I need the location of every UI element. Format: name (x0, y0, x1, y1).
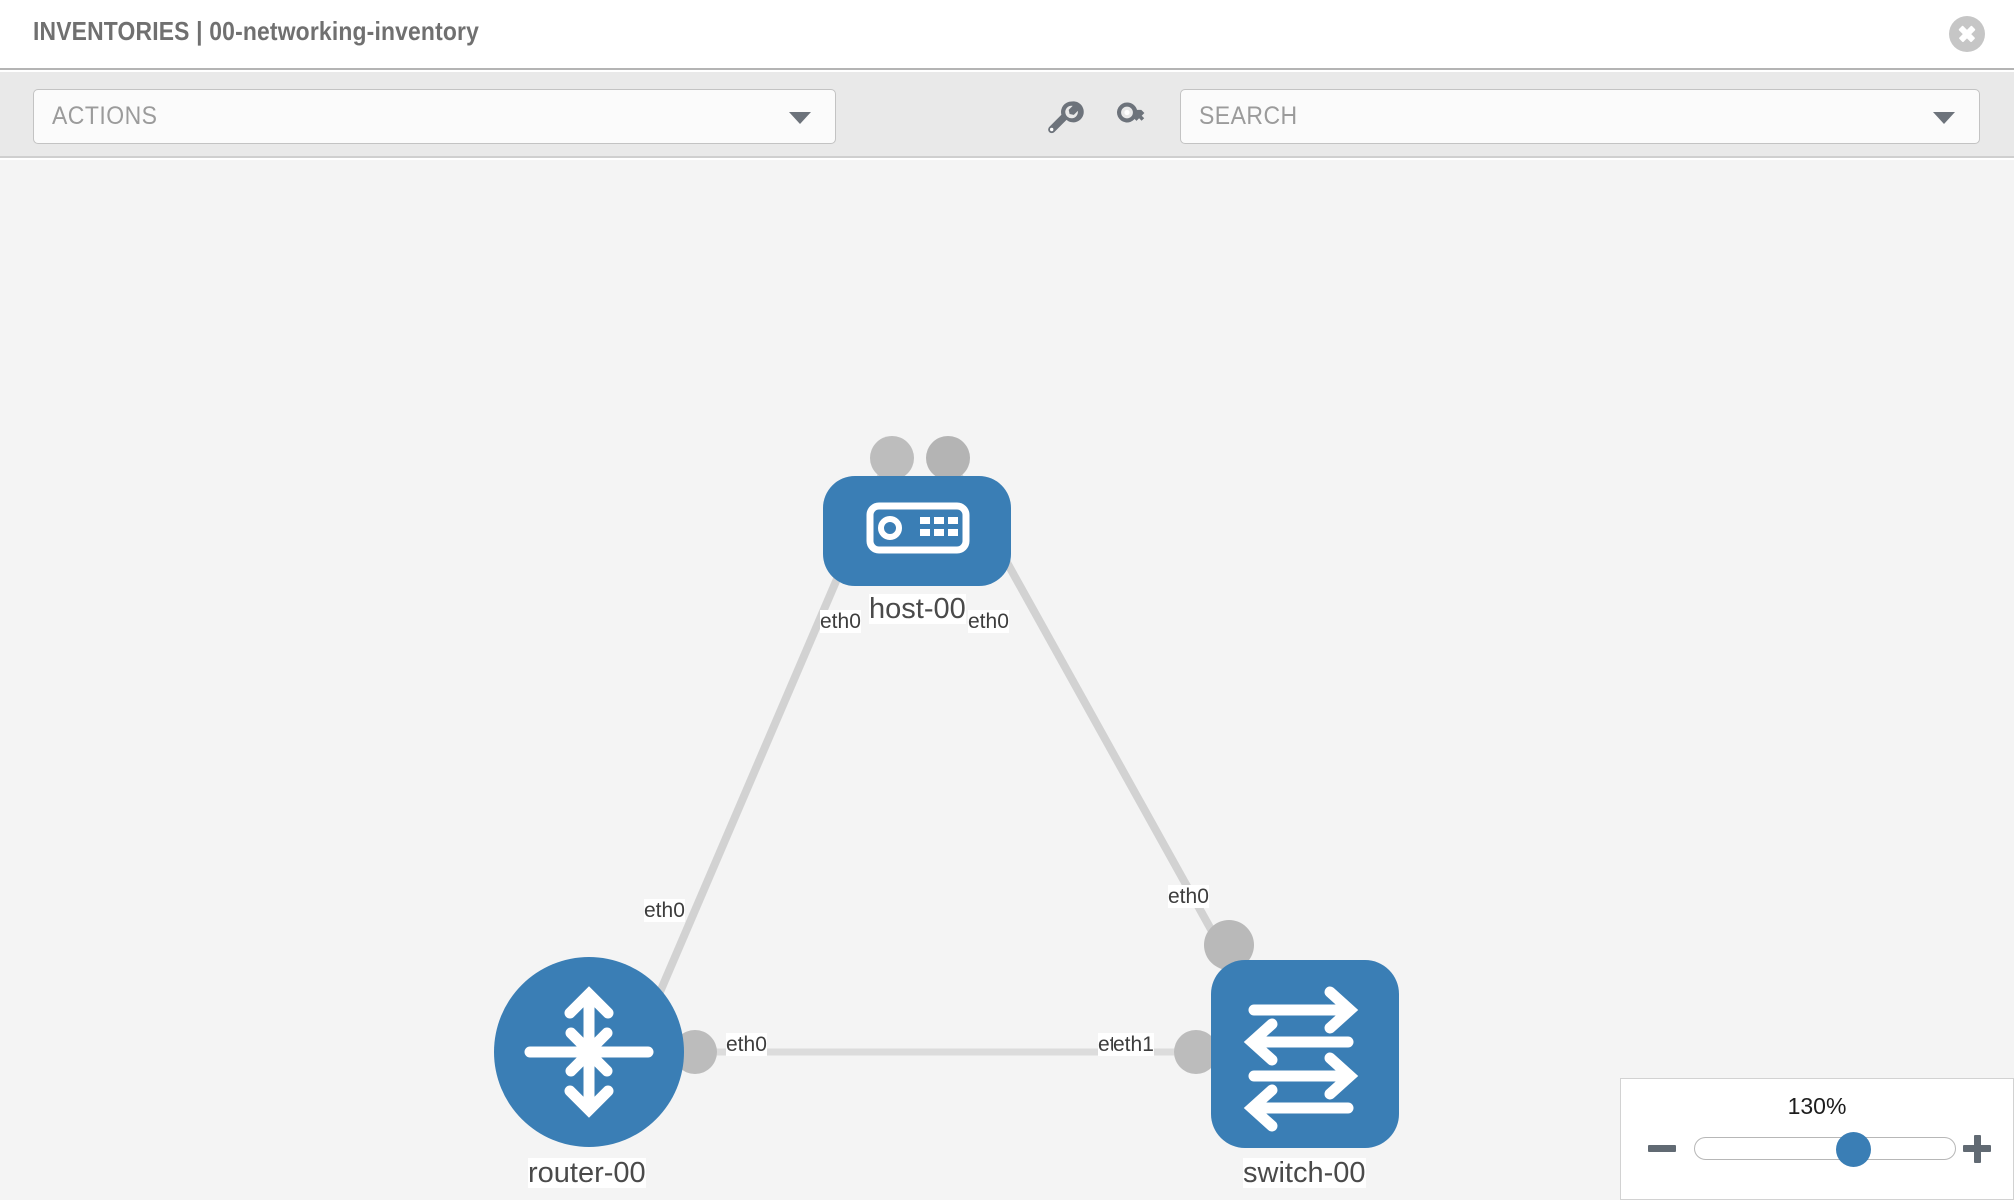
close-icon (1949, 16, 1985, 52)
connector-host00-right[interactable] (926, 436, 970, 480)
zoom-control-panel: 130% (1620, 1078, 2014, 1200)
zoom-slider-track[interactable] (1694, 1132, 1956, 1167)
server-icon (866, 502, 970, 554)
key-icon[interactable] (1110, 94, 1154, 138)
connector-switch00-left[interactable] (1174, 1030, 1218, 1074)
node-router-00[interactable] (494, 957, 684, 1147)
page-title: INVENTORIES | 00-networking-inventory (33, 16, 480, 46)
edge-label-switch00-eth0-up: eth0 (1168, 885, 1209, 909)
topology-connectors (673, 436, 1254, 1074)
connector-host00-left[interactable] (870, 436, 914, 480)
search-placeholder: SEARCH (1199, 102, 1298, 130)
chevron-down-icon (789, 111, 811, 124)
actions-dropdown-label: ACTIONS (52, 102, 158, 130)
edge-label-switch00-eth1-left: eth1 (1113, 1033, 1154, 1057)
zoom-out-button[interactable] (1648, 1135, 1676, 1163)
node-label-host-00: host-00 (869, 593, 966, 625)
connector-switch00-top[interactable] (1204, 920, 1254, 970)
connector-router00-right[interactable] (673, 1030, 717, 1074)
switch-arrows-icon (1243, 986, 1359, 1132)
node-label-router-00: router-00 (528, 1157, 646, 1189)
edge-label-router00-eth0-up: eth0 (644, 899, 685, 923)
zoom-level-value: 130% (1787, 1093, 1847, 1119)
node-switch-00[interactable] (1211, 960, 1399, 1148)
zoom-slider-thumb[interactable] (1836, 1132, 1872, 1167)
toolbar: ACTIONS SEARCH (0, 72, 2014, 158)
actions-dropdown[interactable]: ACTIONS (33, 89, 836, 144)
router-arrows-icon (524, 986, 654, 1118)
edge-label-host00-eth0-left: eth0 (820, 610, 861, 634)
node-label-switch-00: switch-00 (1243, 1157, 1366, 1189)
close-button[interactable] (1949, 16, 1985, 52)
chevron-down-icon (1933, 111, 1955, 124)
wrench-icon[interactable] (1040, 94, 1084, 138)
edge-label-host00-eth0-right: eth0 (968, 610, 1009, 634)
search-input[interactable]: SEARCH (1180, 89, 1980, 144)
zoom-in-button[interactable] (1963, 1135, 1991, 1163)
edge-label-router00-eth0-right: eth0 (726, 1033, 767, 1057)
topology-canvas[interactable]: eth0 eth0 host-00 eth0 eth0 eth0 eth0 et… (0, 160, 2014, 1200)
page-header: INVENTORIES | 00-networking-inventory (0, 0, 2014, 70)
node-host-00[interactable] (823, 476, 1011, 586)
